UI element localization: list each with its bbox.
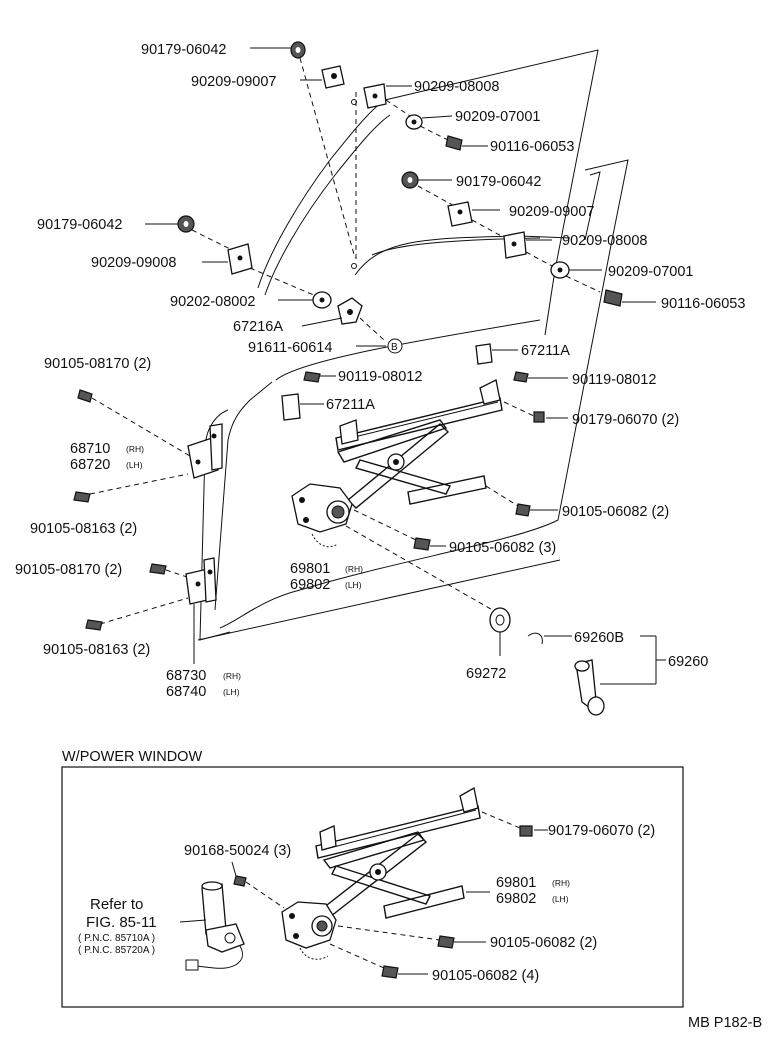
label-90105-06082-power-lower: 90105-06082 (4)	[432, 968, 539, 984]
pnc-85720A: ( P.N.C. 85720A )	[78, 945, 155, 956]
label-69272: 69272	[466, 666, 506, 682]
label-69260: 69260	[668, 654, 708, 670]
bolt-90105-08163-lower	[85, 619, 103, 631]
label-91611-60614: 91611-60614	[248, 340, 332, 356]
section-title-power-window: W/POWER WINDOW	[62, 749, 202, 765]
label-90105-08163-upper: 90105-08163 (2)	[30, 521, 137, 537]
label-69260B: 69260B	[574, 630, 624, 646]
label-90105-06082-upper: 90105-06082 (2)	[562, 504, 669, 520]
bolt-90116-06053-top	[445, 135, 463, 151]
bracket-67211A-left	[281, 393, 301, 421]
bolt-90105-06082-power-upper	[437, 935, 455, 949]
label-ref-b: B	[391, 342, 398, 353]
label-90116-06053-right: 90116-06053	[661, 296, 745, 312]
label-90105-06082-power-upper: 90105-06082 (2)	[490, 935, 597, 951]
bolt-90105-06082-power-lower	[381, 965, 399, 979]
bolt-90105-08170-upper	[77, 389, 93, 403]
hinge-68730	[185, 557, 217, 605]
label-90179-06042-right: 90179-06042	[456, 174, 541, 190]
label-69802-power: 69802	[496, 891, 536, 907]
bolt-90105-08170-lower	[149, 563, 167, 575]
label-90179-06042-left: 90179-06042	[37, 217, 122, 233]
snap-ring-69260B	[527, 632, 543, 645]
label-68730-rh: (RH)	[223, 671, 241, 681]
hinge-68710	[187, 423, 223, 479]
label-68730: 68730	[166, 668, 206, 684]
bolt-90119-08012-left	[303, 371, 321, 383]
label-69801-power: 69801	[496, 875, 536, 891]
label-90168-50024: 90168-50024 (3)	[184, 843, 291, 859]
label-90179-06042-top: 90179-06042	[141, 42, 226, 58]
bolt-90116-06053-right	[603, 289, 623, 307]
label-90209-09007-right: 90209-09007	[509, 204, 594, 220]
bolt-90105-06082-center	[413, 537, 431, 551]
label-69801-rh: (RH)	[345, 564, 363, 574]
label-90119-08012-left: 90119-08012	[338, 369, 422, 385]
label-90202-08002: 90202-08002	[170, 294, 255, 310]
label-69802: 69802	[290, 577, 330, 593]
label-90209-09007-top: 90209-09007	[191, 74, 276, 90]
label-69802-lh: (LH)	[345, 580, 362, 590]
label-69801: 69801	[290, 561, 330, 577]
label-90105-06082-center: 90105-06082 (3)	[449, 540, 556, 556]
refer-fig-line: FIG. 85-11	[86, 914, 157, 931]
nut-90179-06070	[533, 411, 545, 423]
screw-90168-50024	[233, 875, 247, 887]
bracket-67211A-right	[475, 343, 493, 365]
label-90119-08012-right: 90119-08012	[572, 372, 656, 388]
window-regulator-power	[281, 786, 481, 960]
window-regulator-handle-69260	[574, 659, 605, 716]
label-90209-09008: 90209-09008	[91, 255, 176, 271]
label-90209-08008-top: 90209-08008	[414, 79, 499, 95]
label-68710-rh: (RH)	[126, 444, 144, 454]
label-69802-power-lh: (LH)	[552, 894, 569, 904]
label-90179-06070-upper: 90179-06070 (2)	[572, 412, 679, 428]
label-90116-06053-top: 90116-06053	[490, 139, 574, 155]
label-69801-power-rh: (RH)	[552, 878, 570, 888]
label-90209-07001-right: 90209-07001	[608, 264, 693, 280]
label-90209-07001-top: 90209-07001	[455, 109, 540, 125]
label-68710: 68710	[70, 441, 110, 457]
bolt-90119-08012-right	[513, 371, 529, 383]
reference-b-circle	[387, 338, 403, 354]
label-67211A-left: 67211A	[326, 397, 375, 413]
bolt-90105-08163-upper	[73, 491, 91, 503]
label-90105-08170-lower: 90105-08170 (2)	[15, 562, 122, 578]
label-68720-lh: (LH)	[126, 460, 143, 470]
label-90179-06070-power: 90179-06070 (2)	[548, 823, 655, 839]
label-68720: 68720	[70, 457, 110, 473]
label-90105-08170-upper: 90105-08170 (2)	[44, 356, 151, 372]
window-regulator-manual	[291, 379, 503, 548]
pnc-85710A: ( P.N.C. 85710A )	[78, 933, 155, 944]
footer-code: MB P182-B	[688, 1015, 762, 1031]
bolt-90105-06082-right	[515, 503, 531, 517]
label-67211A-right: 67211A	[521, 343, 570, 359]
power-window-frame	[61, 766, 684, 1008]
power-window-motor	[185, 881, 245, 971]
label-68740: 68740	[166, 684, 206, 700]
nut-90179-06070-power	[519, 825, 533, 837]
label-68740-lh: (LH)	[223, 687, 240, 697]
label-90105-08163-lower: 90105-08163 (2)	[43, 642, 150, 658]
refer-to-line: Refer to	[90, 896, 143, 913]
label-67216A: 67216A	[233, 319, 283, 335]
label-90209-08008-right: 90209-08008	[562, 233, 647, 249]
